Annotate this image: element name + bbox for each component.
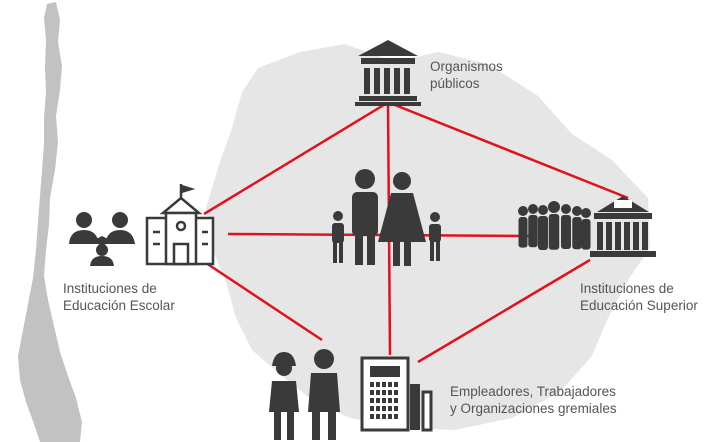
label-empleadores: Empleadores, Trabajadores y Organizacion…: [450, 383, 617, 417]
workers-icon: [269, 349, 340, 440]
government-building-icon: [355, 40, 421, 106]
label-line: y Organizaciones gremiales: [450, 401, 617, 416]
edge-left-center: [227, 232, 531, 238]
label-line: Organismos: [430, 59, 503, 74]
university-building-icon: [590, 196, 656, 257]
edge-top-right: [389, 101, 629, 200]
label-line: Empleadores, Trabajadores: [450, 384, 616, 399]
edge-left-bottom: [205, 261, 323, 342]
students-icon: [69, 212, 135, 266]
family-icon: [332, 169, 441, 266]
label-organismos-publicos: Organismos públicos: [430, 58, 503, 92]
label-line: públicos: [430, 76, 480, 91]
office-building-icon: [360, 356, 433, 432]
region-map-background: [206, 44, 650, 430]
label-line: Educación Superior: [580, 298, 698, 313]
edge-top-left: [203, 101, 388, 216]
crowd-icon: [518, 201, 591, 250]
label-line: Educación Escolar: [63, 298, 175, 313]
country-strip-map: [18, 2, 82, 442]
label-line: Instituciones de: [63, 281, 157, 296]
edge-right-bottom: [417, 258, 591, 364]
school-icon: [145, 184, 215, 266]
label-line: Instituciones de: [580, 281, 674, 296]
label-educacion-superior: Instituciones de Educación Superior: [580, 280, 698, 314]
label-educacion-escolar: Instituciones de Educación Escolar: [63, 280, 175, 314]
